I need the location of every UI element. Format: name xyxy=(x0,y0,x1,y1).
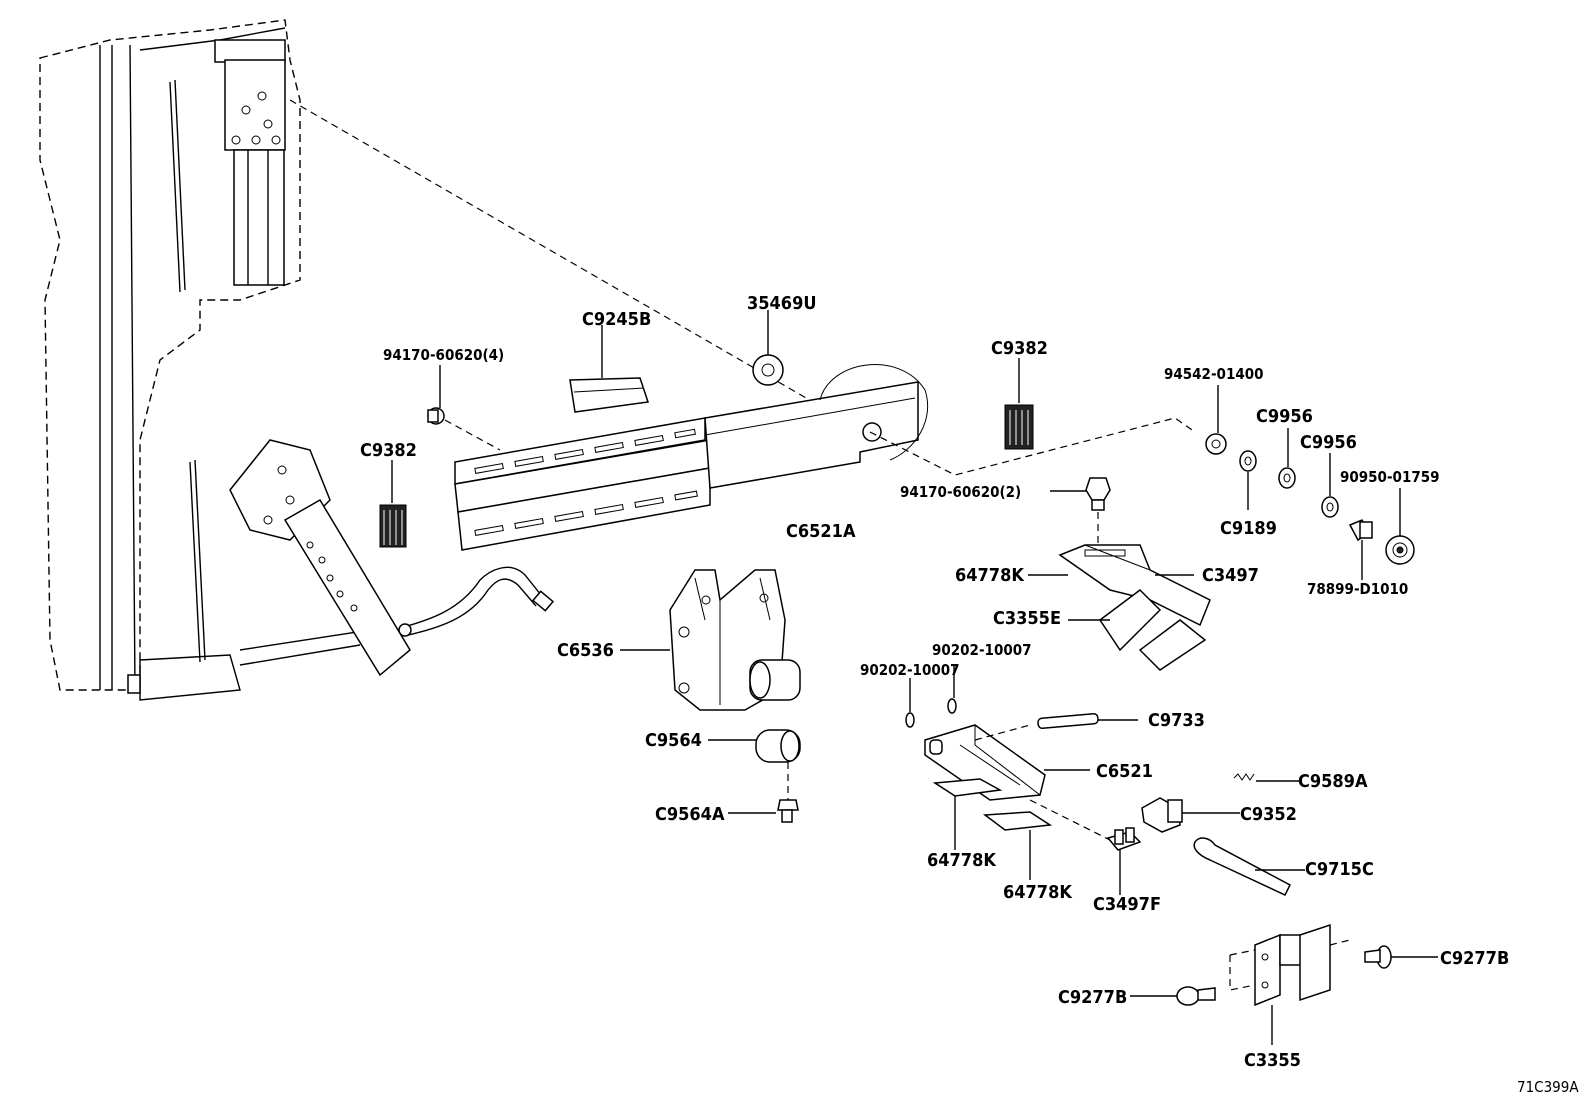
channel-c6521 xyxy=(924,712,1138,841)
label-90202-10007-b: 90202-10007 xyxy=(860,661,960,679)
label-c9352: C9352 xyxy=(1240,804,1297,825)
label-78899-d1010: 78899-D1010 xyxy=(1307,580,1408,598)
label-35469u: 35469U xyxy=(747,293,817,314)
label-94170-60620-4: 94170-60620(4) xyxy=(383,346,504,364)
cover-strip-c9245b xyxy=(569,325,649,413)
hinge-bracket-c6536 xyxy=(620,569,801,711)
label-c6536: C6536 xyxy=(557,640,614,661)
label-c9382-left: C9382 xyxy=(360,440,417,461)
part-labels: 35469U C9245B 94170-60620(4) C9382 C9382… xyxy=(360,293,1579,1096)
spring-c9589a xyxy=(1233,773,1300,782)
label-c9277b-right: C9277B xyxy=(1440,948,1509,969)
label-90202-10007-a: 90202-10007 xyxy=(932,641,1032,659)
label-c9956-b: C9956 xyxy=(1300,432,1357,453)
bracket-c3497 xyxy=(1028,477,1211,671)
label-c9715c: C9715C xyxy=(1305,859,1374,880)
bolt-94170-left xyxy=(427,365,501,451)
label-94542-01400: 94542-01400 xyxy=(1164,365,1264,383)
washer-c9956-b xyxy=(1321,453,1339,518)
nut-90950 xyxy=(1385,488,1415,565)
seat-track-rail xyxy=(454,364,1196,551)
seat-frame-assembly xyxy=(39,19,866,701)
label-c9564: C9564 xyxy=(645,730,702,751)
label-c3355: C3355 xyxy=(1244,1050,1301,1071)
label-c9589a: C9589A xyxy=(1298,771,1368,792)
label-c6521a: C6521A xyxy=(786,521,856,542)
washer-90202-b xyxy=(947,666,957,714)
label-64778k-top: 64778K xyxy=(955,565,1025,586)
label-c9245b: C9245B xyxy=(582,309,651,330)
label-c9733: C9733 xyxy=(1148,710,1205,731)
washer-c9189 xyxy=(1239,450,1257,510)
pad-64778k-a xyxy=(932,778,1003,850)
bracket-c3355 xyxy=(1229,923,1351,1045)
screw-c9564a xyxy=(728,799,799,823)
label-c9277b-left: C9277B xyxy=(1058,987,1127,1008)
cap-c9382-left xyxy=(379,460,407,548)
label-c9189: C9189 xyxy=(1220,518,1277,539)
diagram-id: 71C399A xyxy=(1517,1078,1579,1096)
label-c6521: C6521 xyxy=(1096,761,1153,782)
label-c3355e: C3355E xyxy=(993,608,1061,629)
pad-64778k-b xyxy=(982,811,1053,880)
washer-c9956-a xyxy=(1278,428,1296,489)
nut-35469u xyxy=(752,310,784,386)
clip-c9352 xyxy=(1141,797,1240,833)
cap-c9382-top xyxy=(1004,358,1034,450)
strap-c9715c xyxy=(1193,837,1305,896)
label-c3497: C3497 xyxy=(1202,565,1259,586)
label-64778k-a: 64778K xyxy=(927,850,997,871)
label-c9956-a: C9956 xyxy=(1256,406,1313,427)
label-90950-01759: 90950-01759 xyxy=(1340,468,1440,486)
label-c3497f: C3497F xyxy=(1093,894,1161,915)
bolt-94170-right xyxy=(1050,477,1111,545)
bolt-78899 xyxy=(1348,519,1373,580)
clip-c3497f xyxy=(1106,827,1142,895)
rail-slots xyxy=(474,428,698,536)
screw-c9277b-right xyxy=(1364,945,1438,969)
nut-94542 xyxy=(1205,385,1227,455)
label-94170-60620-2: 94170-60620(2) xyxy=(900,483,1021,501)
pin-c9564 xyxy=(708,729,801,800)
washer-90202-a xyxy=(905,678,915,728)
label-c9382-top: C9382 xyxy=(991,338,1048,359)
screw-c9277b-left xyxy=(1130,986,1216,1006)
label-c9564a: C9564A xyxy=(655,804,725,825)
label-64778k-b: 64778K xyxy=(1003,882,1073,903)
